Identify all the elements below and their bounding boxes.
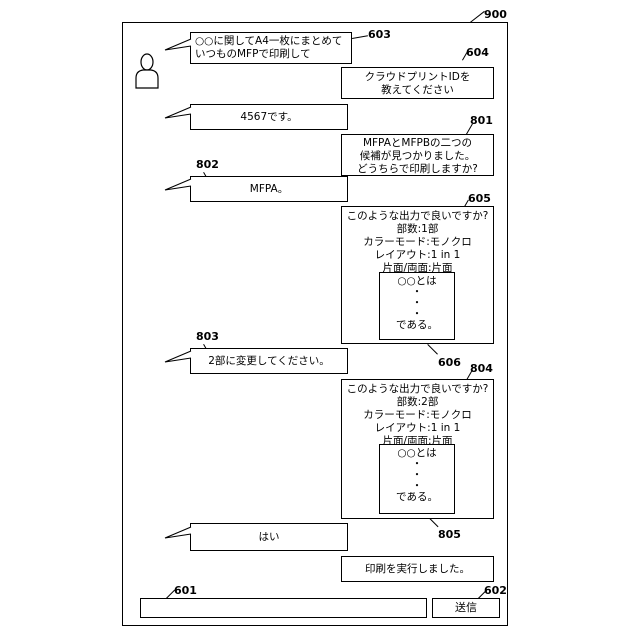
user-message-id: 4567です。 xyxy=(190,104,348,130)
ref-label-900: 900 xyxy=(484,8,507,21)
message-line: 教えてください xyxy=(342,84,493,97)
message-line: カラーモード:モノクロ xyxy=(342,236,493,249)
bubble-tail xyxy=(164,350,192,366)
message-line: どうちらで印刷しますか? xyxy=(342,163,493,176)
message-line: このような出力で良いですか? xyxy=(342,210,493,223)
bot-message-801: MFPAとMFPBの二つの 候補が見つかりました。 どうちらで印刷しますか? xyxy=(341,134,494,176)
bubble-tail xyxy=(164,526,192,542)
message-line: 部数:2部 xyxy=(342,396,493,409)
message-line: ○○に関してA4一枚にまとめて xyxy=(195,35,342,48)
message-line: 2部に変更してください。 xyxy=(208,355,330,368)
user-message-803: 2部に変更してください。 xyxy=(190,348,348,374)
ref-line-900 xyxy=(470,11,485,23)
message-line: クラウドプリントIDを xyxy=(342,71,493,84)
message-line: レイアウト:1 in 1 xyxy=(342,249,493,262)
message-line: はい xyxy=(259,531,280,544)
preview-line: である。 xyxy=(380,492,454,503)
user-message-802: MFPA。 xyxy=(190,176,348,202)
message-line: 候補が見つかりました。 xyxy=(342,150,493,163)
send-button[interactable]: 送信 xyxy=(432,598,500,618)
bubble-tail xyxy=(164,178,192,194)
message-input[interactable] xyxy=(140,598,427,618)
user-message-805: はい xyxy=(190,523,348,551)
message-line: このような出力で良いですか? xyxy=(342,383,493,396)
message-line: レイアウト:1 in 1 xyxy=(342,422,493,435)
bot-message-complete: 印刷を実行しました。 xyxy=(341,556,494,582)
bubble-tail xyxy=(164,38,192,54)
message-line: MFPAとMFPBの二つの xyxy=(342,137,493,150)
ref-label-604: 604 xyxy=(466,46,489,59)
ref-label-801: 801 xyxy=(470,114,493,127)
user-message-603: ○○に関してA4一枚にまとめて いつものMFPで印刷して xyxy=(190,32,352,64)
ref-label-802: 802 xyxy=(196,158,219,171)
message-line: MFPA。 xyxy=(250,183,288,196)
ref-label-803: 803 xyxy=(196,330,219,343)
ref-label-601: 601 xyxy=(174,584,197,597)
print-preview-804: ○○とは ・ ・ ・ である。 xyxy=(379,444,455,514)
ref-label-606: 606 xyxy=(438,356,461,369)
bubble-tail xyxy=(164,106,192,122)
ref-label-603: 603 xyxy=(368,28,391,41)
print-preview-605: ○○とは ・ ・ ・ である。 xyxy=(379,272,455,340)
message-line: いつものMFPで印刷して xyxy=(195,48,311,61)
message-line: カラーモード:モノクロ xyxy=(342,409,493,422)
ref-label-804: 804 xyxy=(470,362,493,375)
bot-message-604: クラウドプリントIDを 教えてください xyxy=(341,67,494,99)
message-line: 印刷を実行しました。 xyxy=(365,563,470,575)
ref-label-605: 605 xyxy=(468,192,491,205)
ref-label-805: 805 xyxy=(438,528,461,541)
message-line: 4567です。 xyxy=(240,111,297,124)
message-line: 部数:1部 xyxy=(342,223,493,236)
preview-line: である。 xyxy=(380,320,454,331)
ref-label-602: 602 xyxy=(484,584,507,597)
user-silhouette-icon xyxy=(134,52,160,90)
